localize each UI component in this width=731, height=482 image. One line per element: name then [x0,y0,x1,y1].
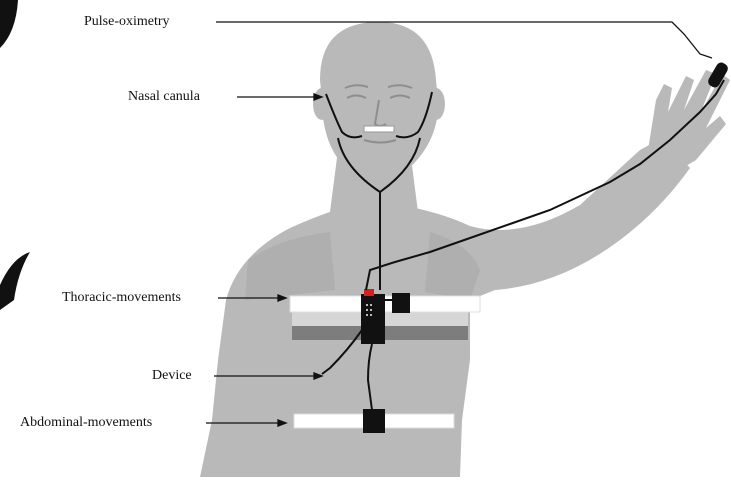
device-led [364,289,374,296]
recording-device [361,289,385,344]
pulse-oximetry-leader [216,22,712,58]
device-body [361,294,385,344]
label-pulse-oximetry: Pulse-oximetry [84,14,170,30]
edge-mark-bottom [0,252,30,310]
abdominal-sensor [363,409,385,433]
label-nasal-canula: Nasal canula [128,89,200,105]
thoracic-sensor [392,293,410,313]
label-thoracic-movements: Thoracic-movements [62,290,181,306]
nasal-canula-prongs [364,126,394,132]
edge-mark-top [0,0,18,48]
left-ear [313,88,331,120]
label-device: Device [152,368,192,384]
label-abdominal-movements: Abdominal-movements [20,415,152,431]
